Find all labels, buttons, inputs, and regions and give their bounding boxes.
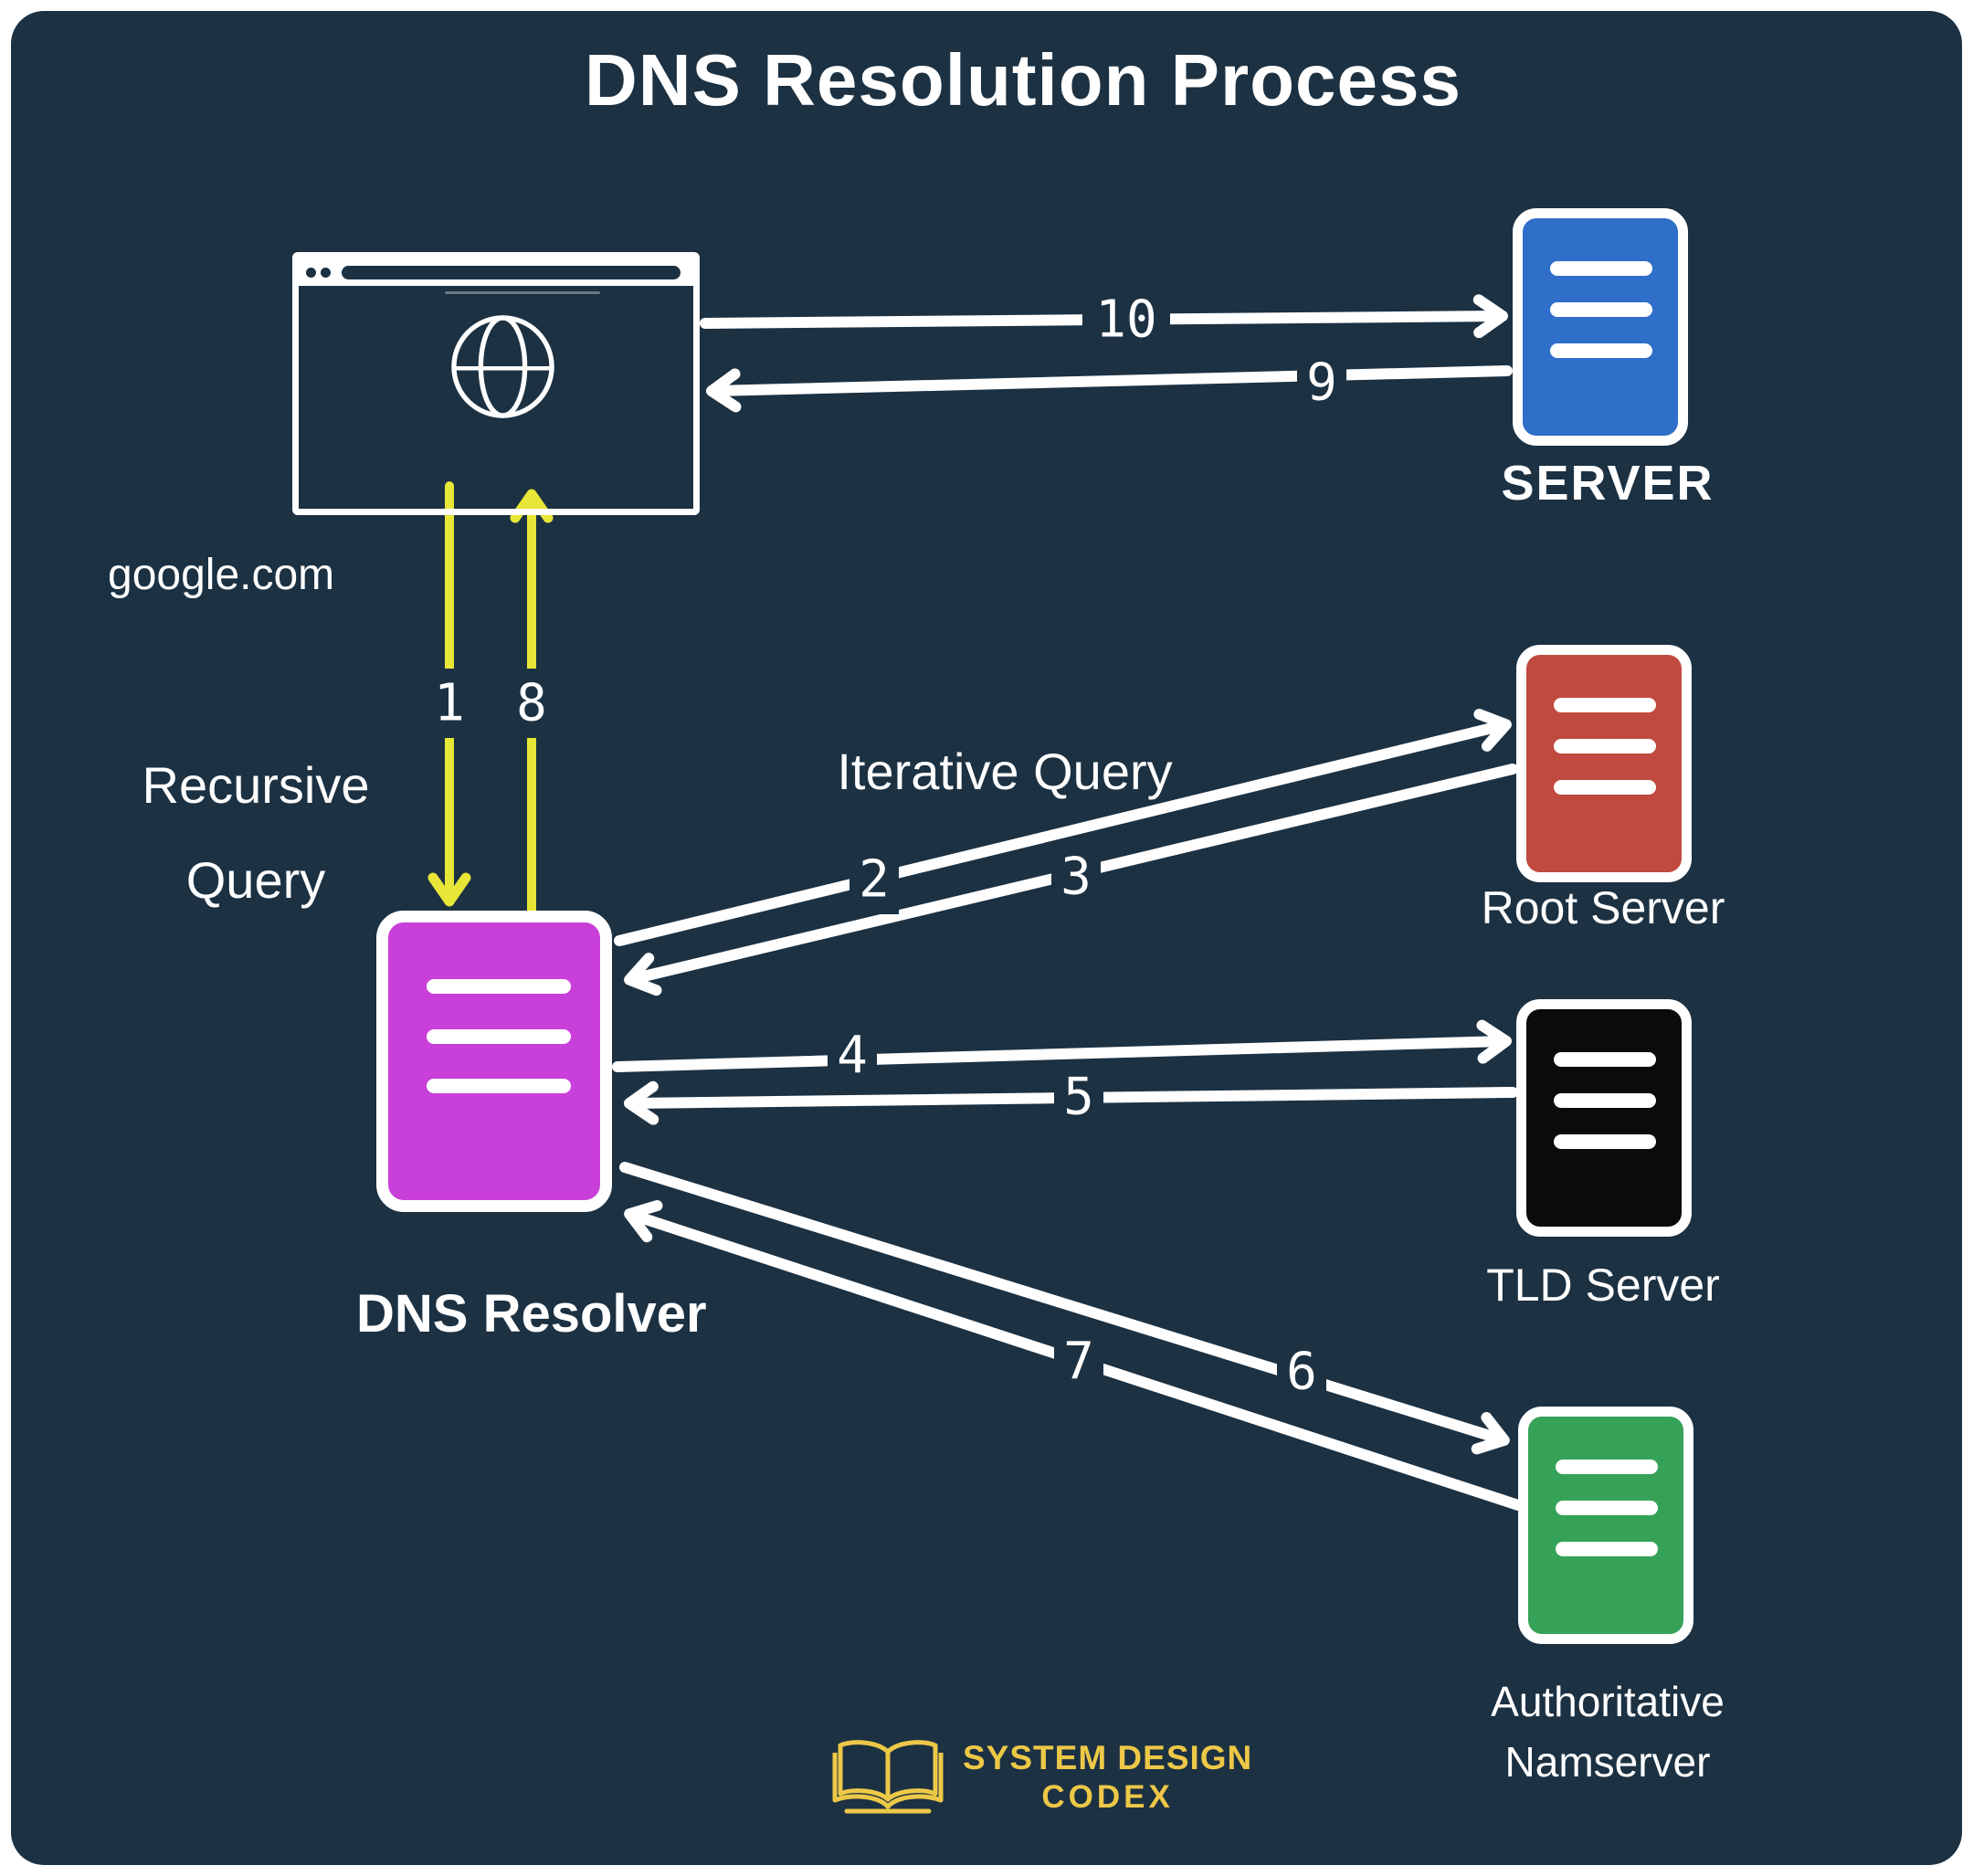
server-line-icon [427,1079,571,1093]
iterative-query-annotation: Iterative Query [837,743,1173,800]
authoritative-nameserver-label-line1: Authoritative [1491,1678,1725,1725]
tld-server-node [1516,999,1692,1237]
browser-titlebar [299,258,693,286]
root-server-label: Root Server [1481,882,1725,933]
dns-resolver-node [376,911,612,1212]
brand-name-line2: CODEX [1041,1778,1174,1815]
globe-icon [451,315,554,418]
root-server-node [1516,645,1692,882]
browser-label: google.com [108,551,335,599]
server-line-icon [1554,780,1656,795]
server-line-icon [1554,1134,1656,1149]
tld-server-label: TLD Server [1486,1259,1720,1311]
recursive-query-line2: Query [185,851,326,909]
brand-name-line1: SYSTEM DESIGN [963,1738,1253,1776]
browser-titlebar-underline [445,291,600,294]
server-line-icon [1550,302,1652,317]
brand-logo: SYSTEM DESIGN CODEX [827,1734,1252,1820]
authoritative-nameserver-node [1518,1407,1693,1644]
brand-logo-text: SYSTEM DESIGN CODEX [963,1739,1252,1816]
authoritative-nameserver-label: Authoritative Namserver [1461,1671,1754,1792]
server-line-icon [427,979,571,994]
authoritative-nameserver-label-line2: Namserver [1504,1738,1711,1786]
server-line-icon [1554,1052,1656,1067]
server-line-icon [427,1029,571,1044]
server-line-icon [1556,1542,1658,1556]
web-server-label: SERVER [1501,456,1715,511]
recursive-query-annotation: Recursive Query [87,738,425,928]
dns-resolver-label: DNS Resolver [356,1284,707,1344]
server-line-icon [1554,698,1656,712]
page-title: DNS Resolution Process [584,39,1461,121]
server-line-icon [1554,1093,1656,1108]
open-book-icon [832,1740,944,1814]
browser-window [292,252,700,515]
server-line-icon [1556,1501,1658,1515]
browser-url-bar [342,265,681,279]
web-server-node [1513,208,1688,446]
server-line-icon [1554,739,1656,754]
browser-dot-icon [321,267,331,278]
browser-dot-icon [306,267,316,278]
server-line-icon [1550,261,1652,276]
recursive-query-line1: Recursive [142,756,370,814]
server-line-icon [1550,343,1652,358]
server-line-icon [1556,1460,1658,1474]
